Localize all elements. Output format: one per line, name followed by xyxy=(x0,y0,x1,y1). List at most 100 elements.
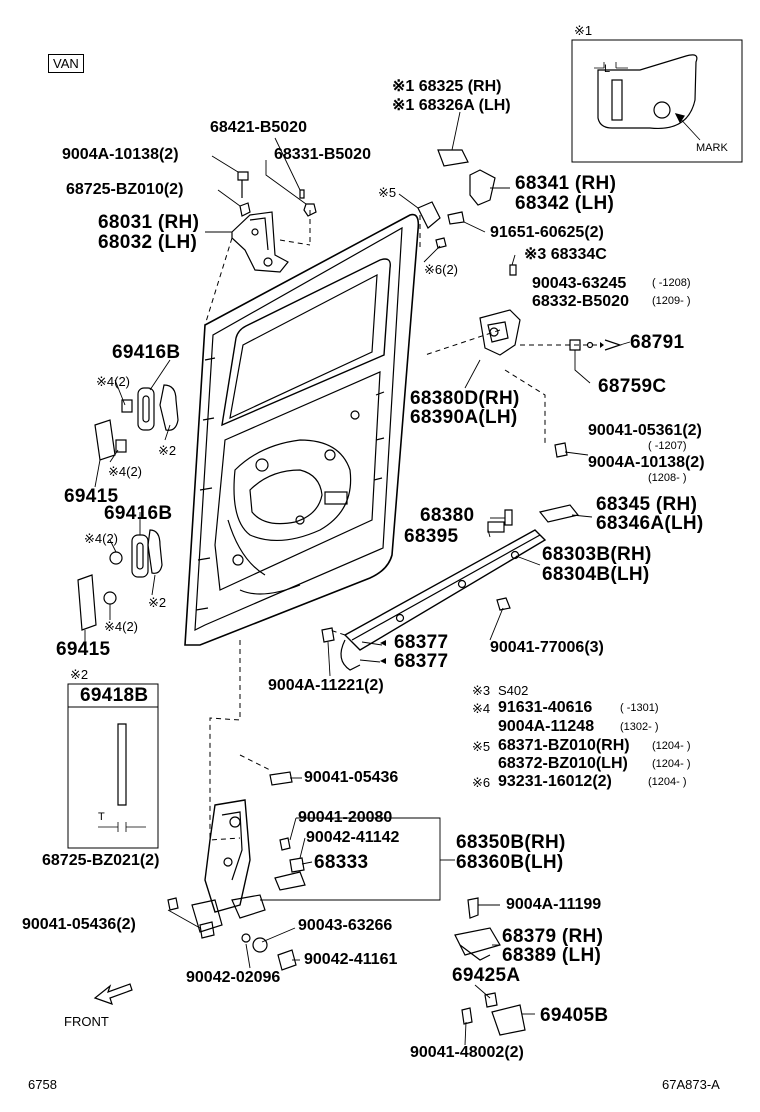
part-label-90041-20080: 90041-20080 xyxy=(298,809,393,826)
part-label-68032: 68032 (LH) xyxy=(98,232,198,253)
part-label-68331: 68331-B5020 xyxy=(274,146,371,163)
part-label-90042-02096: 90042-02096 xyxy=(186,969,281,986)
upper-hinge xyxy=(231,211,289,273)
front-label: FRONT xyxy=(64,1014,109,1029)
part-label-68725-bz010: 68725-BZ010(2) xyxy=(66,181,184,198)
note-4b-part: 9004A-11248 xyxy=(498,718,595,735)
note-mark-6: ※6(2) xyxy=(424,262,459,277)
part-label-9004a-10138: 9004A-10138(2) xyxy=(62,146,179,163)
part-label-69425a: 69425A xyxy=(452,965,521,986)
part-label-68395: 68395 xyxy=(404,526,459,547)
note-3-mark: ※3 xyxy=(472,683,491,698)
part-label-68377-a: 68377 xyxy=(394,632,449,653)
note-6-range: (1204- ) xyxy=(648,776,687,788)
range-9004a-10138-b: (1208- ) xyxy=(648,472,687,484)
range-90041-05361: ( -1207) xyxy=(648,440,687,452)
part-label-9004a-11199: 9004A-11199 xyxy=(506,896,602,913)
note-mark-4d: ※4(2) xyxy=(104,619,139,634)
detail1-mark: ※1 xyxy=(574,23,593,38)
part-label-90042-41161: 90042-41161 xyxy=(304,951,398,968)
part-label-90041-05436-2: 90041-05436(2) xyxy=(22,916,136,933)
part-label-90043-63245: 90043-63245 xyxy=(532,275,627,292)
note-mark-2b: ※2 xyxy=(148,595,167,610)
part-label-68360b: 68360B(LH) xyxy=(456,852,564,873)
part-label-68304b: 68304B(LH) xyxy=(542,564,650,585)
part-label-68350b: 68350B(RH) xyxy=(456,832,566,853)
part-label-68380: 68380 xyxy=(420,505,475,526)
detail-box-1 xyxy=(571,39,743,163)
part-label-9004a-10138-b: 9004A-10138(2) xyxy=(588,454,705,471)
center-rail xyxy=(321,504,580,671)
part-label-68345: 68345 (RH) xyxy=(596,494,698,515)
part-label-9004a-11221: 9004A-11221(2) xyxy=(268,677,384,694)
arrow-marks xyxy=(380,342,604,664)
part-label-69416b-lower: 69416B xyxy=(104,503,173,524)
lower-hinge xyxy=(167,771,306,971)
part-label-69416b-upper: 69416B xyxy=(112,342,181,363)
figure-code: 67A873-A xyxy=(662,1077,720,1092)
note-6-mark: ※6 xyxy=(472,775,491,790)
part-label-68333: 68333 xyxy=(314,852,369,873)
part-label-68421: 68421-B5020 xyxy=(210,119,307,136)
range-90043-63245: ( -1208) xyxy=(652,277,691,289)
part-label-68325: ※1 68325 (RH) xyxy=(392,78,502,95)
part-label-68332: 68332-B5020 xyxy=(532,293,629,310)
part-label-68390a: 68390A(LH) xyxy=(410,407,518,428)
front-arrow-icon xyxy=(93,983,133,1005)
variant-badge: VAN xyxy=(48,54,84,73)
part-label-68342: 68342 (LH) xyxy=(515,193,615,214)
part-label-69415-lower: 69415 xyxy=(56,639,111,660)
range-68332: (1209- ) xyxy=(652,295,691,307)
detail2-dim-t: T xyxy=(98,811,105,823)
lower-roller xyxy=(454,897,526,1036)
note-4b-range: (1302- ) xyxy=(620,721,659,733)
note-4-part: 91631-40616 xyxy=(498,699,593,716)
detail2-part: 69418B xyxy=(80,685,149,706)
part-label-90042-41142: 90042-41142 xyxy=(306,829,400,846)
part-label-68334c: ※3 68334C xyxy=(524,246,607,263)
page-number: 6758 xyxy=(28,1077,57,1092)
note-4-range: ( -1301) xyxy=(620,702,659,714)
part-label-68377-b: 68377 xyxy=(394,651,449,672)
part-label-90041-48002: 90041-48002(2) xyxy=(410,1044,524,1061)
part-label-68389: 68389 (LH) xyxy=(502,945,602,966)
note-5-mark: ※5 xyxy=(472,739,491,754)
part-label-90041-05361: 90041-05361(2) xyxy=(588,422,702,439)
note-6-part: 93231-16012(2) xyxy=(498,773,612,790)
note-5-range: (1204- ) xyxy=(652,740,691,752)
upper-roller xyxy=(417,149,496,249)
note-mark-4a: ※4(2) xyxy=(96,374,131,389)
leader-lines xyxy=(84,111,631,1046)
note-mark-2a: ※2 xyxy=(158,443,177,458)
note-mark-5: ※5 xyxy=(378,185,397,200)
part-label-90043-63266: 90043-63266 xyxy=(298,917,393,934)
part-label-69415-upper: 69415 xyxy=(64,486,119,507)
part-label-68303b: 68303B(RH) xyxy=(542,544,652,565)
bolt-upper xyxy=(237,171,317,217)
part-label-90041-05436: 90041-05436 xyxy=(304,769,399,786)
part-label-69405b: 69405B xyxy=(540,1005,609,1026)
door-panel xyxy=(184,213,420,646)
note-mark-4b: ※4(2) xyxy=(108,464,143,479)
detail1-dim-l: L xyxy=(604,63,611,75)
part-label-68759c: 68759C xyxy=(598,376,667,397)
part-label-68031: 68031 (RH) xyxy=(98,212,200,233)
note-3-part: S402 xyxy=(498,683,529,698)
detail-box-2 xyxy=(67,683,159,849)
note-5b-part: 68372-BZ010(LH) xyxy=(498,755,628,772)
note-5-part: 68371-BZ010(RH) xyxy=(498,737,630,754)
part-label-68791: 68791 xyxy=(630,332,685,353)
note-mark-4c: ※4(2) xyxy=(84,531,119,546)
part-label-68326a: ※1 68326A (LH) xyxy=(392,97,511,114)
part-label-68725-bz021: 68725-BZ021(2) xyxy=(42,852,160,869)
part-label-68346a: 68346A(LH) xyxy=(596,513,704,534)
part-label-90041-77006: 90041-77006(3) xyxy=(490,639,604,656)
part-label-68379: 68379 (RH) xyxy=(502,926,604,947)
detail2-mark: ※2 xyxy=(70,667,89,682)
note-4-mark: ※4 xyxy=(472,701,491,716)
note-5b-range: (1204- ) xyxy=(652,758,691,770)
part-label-68380d: 68380D(RH) xyxy=(410,388,520,409)
detail1-mark-label: MARK xyxy=(696,142,728,154)
part-label-68341: 68341 (RH) xyxy=(515,173,617,194)
